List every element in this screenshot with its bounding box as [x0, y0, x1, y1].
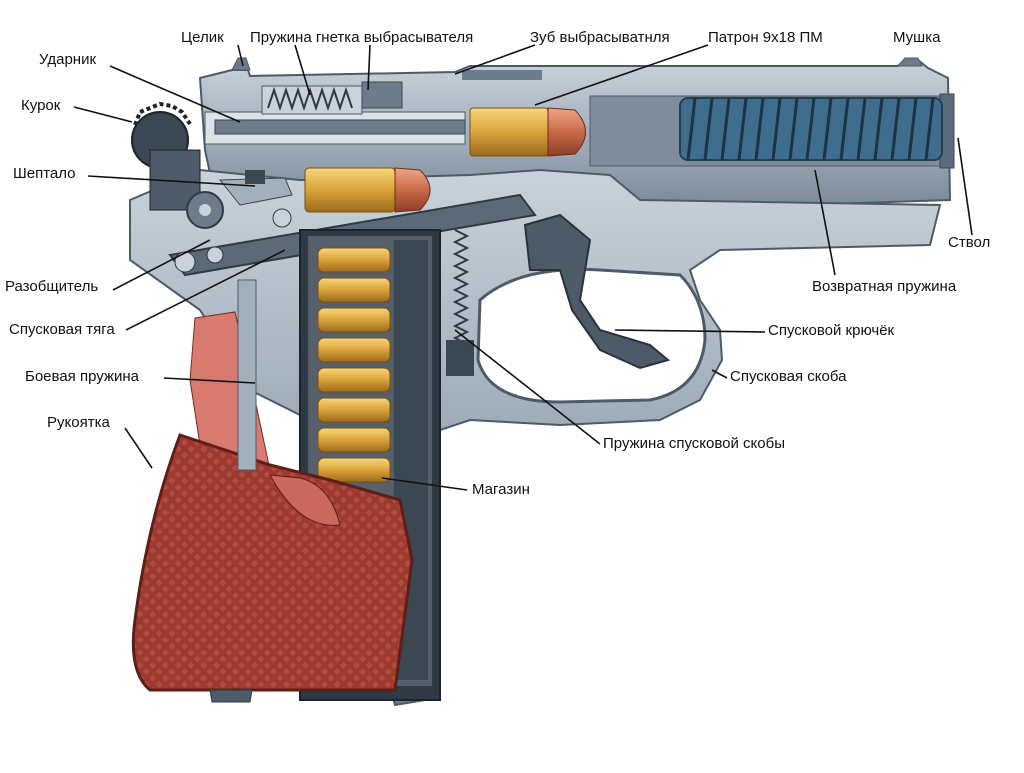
label-cartridge: Патрон 9х18 ПМ	[708, 29, 823, 46]
leader-lines	[73, 44, 973, 491]
mainspring	[237, 279, 257, 471]
label-trigger-bar: Спусковая тяга	[9, 321, 115, 338]
label-hammer: Курок	[21, 97, 61, 114]
label-rear-sight: Целик	[181, 29, 224, 46]
label-recoil-spring: Возвратная пружина	[812, 278, 957, 295]
recoil-spring	[679, 97, 943, 161]
lanyard-loop	[209, 689, 253, 703]
label-mainspring: Боевая пружина	[25, 368, 139, 385]
magazine-top-cartridge	[304, 167, 431, 213]
label-extractor-tooth: Зуб выбрасыватнля	[530, 29, 670, 46]
label-trigger-guard-spring: Пружина спусковой скобы	[603, 435, 785, 452]
label-trigger-guard: Спусковая скоба	[730, 368, 847, 385]
label-disconnector: Разобщитель	[5, 278, 99, 295]
firing-pin	[214, 119, 466, 135]
disconnector	[174, 246, 224, 273]
grip-panel	[131, 433, 414, 692]
rear-sight	[231, 57, 251, 71]
trigger	[523, 213, 671, 370]
label-front-sight: Мушка	[893, 29, 941, 46]
grip-screw-area	[269, 474, 341, 526]
extractor-spring	[261, 81, 403, 115]
front-sight	[896, 57, 923, 67]
label-firing-pin: Ударник	[39, 51, 97, 68]
chambered-cartridge	[469, 107, 586, 157]
label-magazine: Магазин	[472, 481, 530, 498]
label-grip: Рукоятка	[47, 414, 110, 431]
label-trigger: Спусковой крючёк	[768, 322, 895, 339]
ejection-port	[462, 70, 542, 80]
label-sear: Шептало	[13, 165, 76, 182]
label-barrel: Ствол	[948, 234, 991, 251]
label-extractor-spring: Пружина гнетка выбрасывателя	[250, 29, 474, 46]
